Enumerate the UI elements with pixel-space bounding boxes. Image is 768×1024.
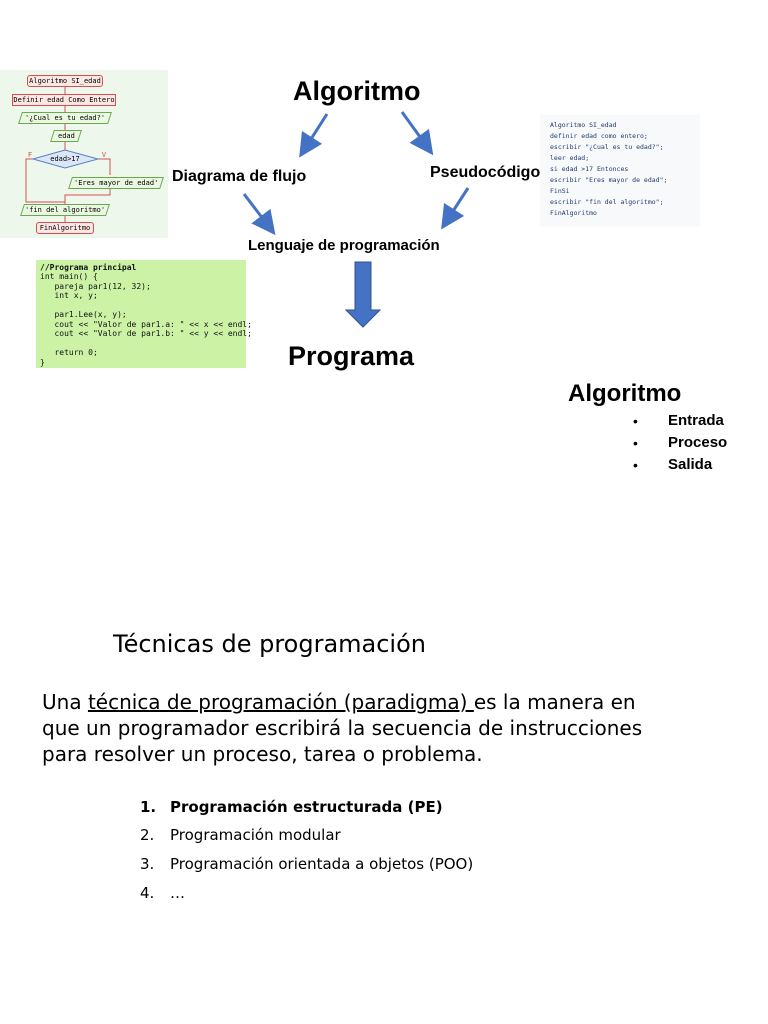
flowchart-image: Algoritmo SI_edad Definir edad Como Ente… bbox=[0, 70, 168, 238]
list-number: 1. bbox=[140, 798, 157, 816]
code-line: int main() { bbox=[40, 272, 98, 281]
pseudocode-image: Algoritmo SI_edad definir edad como ente… bbox=[540, 115, 700, 227]
code-line: int x, y; bbox=[40, 291, 98, 300]
definition-text: es la manera en que un programador escri… bbox=[42, 690, 643, 766]
pseudocode-line: si edad >17 Entonces bbox=[550, 165, 629, 173]
arrow-to-pseudocode bbox=[400, 111, 434, 156]
right-label: Pseudocódigo bbox=[430, 164, 541, 181]
list-text: Programación modular bbox=[170, 826, 341, 844]
definition-highlight: técnica de programación (paradigma) bbox=[87, 690, 474, 714]
section-title: Técnicas de programación bbox=[113, 630, 426, 658]
bullet: • bbox=[633, 413, 638, 429]
pseudocode-line: escribir "Eres mayor de edad"; bbox=[550, 176, 668, 184]
arrow-pseudocode-to-language bbox=[441, 187, 470, 230]
list-text: Programación orientada a objetos (POO) bbox=[170, 855, 474, 873]
list-text: Programación estructurada (PE) bbox=[170, 798, 443, 816]
bullet: • bbox=[633, 457, 638, 473]
arrow-to-flowchart bbox=[299, 113, 329, 158]
code-image: //Programa principal int main() { pareja… bbox=[36, 260, 252, 368]
arrow-to-program bbox=[344, 261, 382, 328]
code-line: //Programa principal bbox=[40, 263, 137, 272]
bullet-item-salida: Salida bbox=[668, 456, 713, 473]
pseudocode-line: Algoritmo SI_edad bbox=[550, 121, 617, 129]
definition-text: Una bbox=[42, 690, 88, 714]
code-line: cout << "Valor de par1.b: " << y << endl… bbox=[40, 329, 252, 338]
side-title: Algoritmo bbox=[568, 380, 682, 407]
list-item: 1. Programación estructurada (PE) bbox=[140, 798, 443, 816]
top-title: Algoritmo bbox=[293, 76, 421, 106]
code-line: cout << "Valor de par1.a: " << x << endl… bbox=[40, 319, 252, 329]
flowchart-connectors bbox=[25, 87, 111, 222]
code-line: pareja par1(12, 32); bbox=[40, 281, 151, 291]
left-label: Diagrama de flujo bbox=[172, 168, 307, 185]
list-number: 2. bbox=[140, 826, 155, 844]
bullet: • bbox=[633, 435, 638, 451]
middle-label: Lenguaje de programación bbox=[248, 237, 440, 254]
flowchart-define: Definir edad Como Entero bbox=[12, 94, 116, 106]
definition-paragraph: Una técnica de programación (paradigma) … bbox=[42, 689, 652, 767]
arrow-flowchart-to-language bbox=[242, 193, 276, 236]
code-line: par1.Lee(x, y); bbox=[40, 310, 127, 319]
pseudocode-line: escribir "¿Cual es tu edad?"; bbox=[550, 143, 664, 151]
list-number: 3. bbox=[140, 855, 155, 873]
list-item: 4. … bbox=[140, 884, 185, 902]
pseudocode-line: escribir "fin del algoritmo"; bbox=[550, 198, 664, 206]
code-line: } bbox=[40, 357, 45, 367]
bullet-item-entrada: Entrada bbox=[668, 412, 724, 429]
diagram-arrows bbox=[242, 111, 470, 328]
flowchart-false-mark: F bbox=[27, 151, 33, 159]
flowchart-decision: edad>17 bbox=[50, 155, 80, 163]
pseudocode-line: FinSi bbox=[550, 187, 570, 195]
pseudocode-line: leer edad; bbox=[550, 154, 590, 162]
pseudocode-line: FinAlgoritmo bbox=[550, 209, 597, 217]
bullet-item-proceso: Proceso bbox=[668, 434, 728, 451]
flowchart-end: FinAlgoritmo bbox=[36, 222, 94, 234]
code-line: return 0; bbox=[40, 348, 98, 357]
list-item: 3. Programación orientada a objetos (POO) bbox=[140, 855, 473, 873]
bottom-title: Programa bbox=[288, 341, 415, 371]
pseudocode-line: definir edad como entero; bbox=[550, 132, 648, 140]
flowchart-true-mark: V bbox=[101, 151, 107, 159]
list-text: … bbox=[170, 884, 185, 902]
list-number: 4. bbox=[140, 884, 155, 902]
flowchart-start: Algoritmo SI_edad bbox=[27, 75, 103, 87]
decision-diamond bbox=[31, 149, 100, 169]
list-item: 2. Programación modular bbox=[140, 826, 341, 844]
